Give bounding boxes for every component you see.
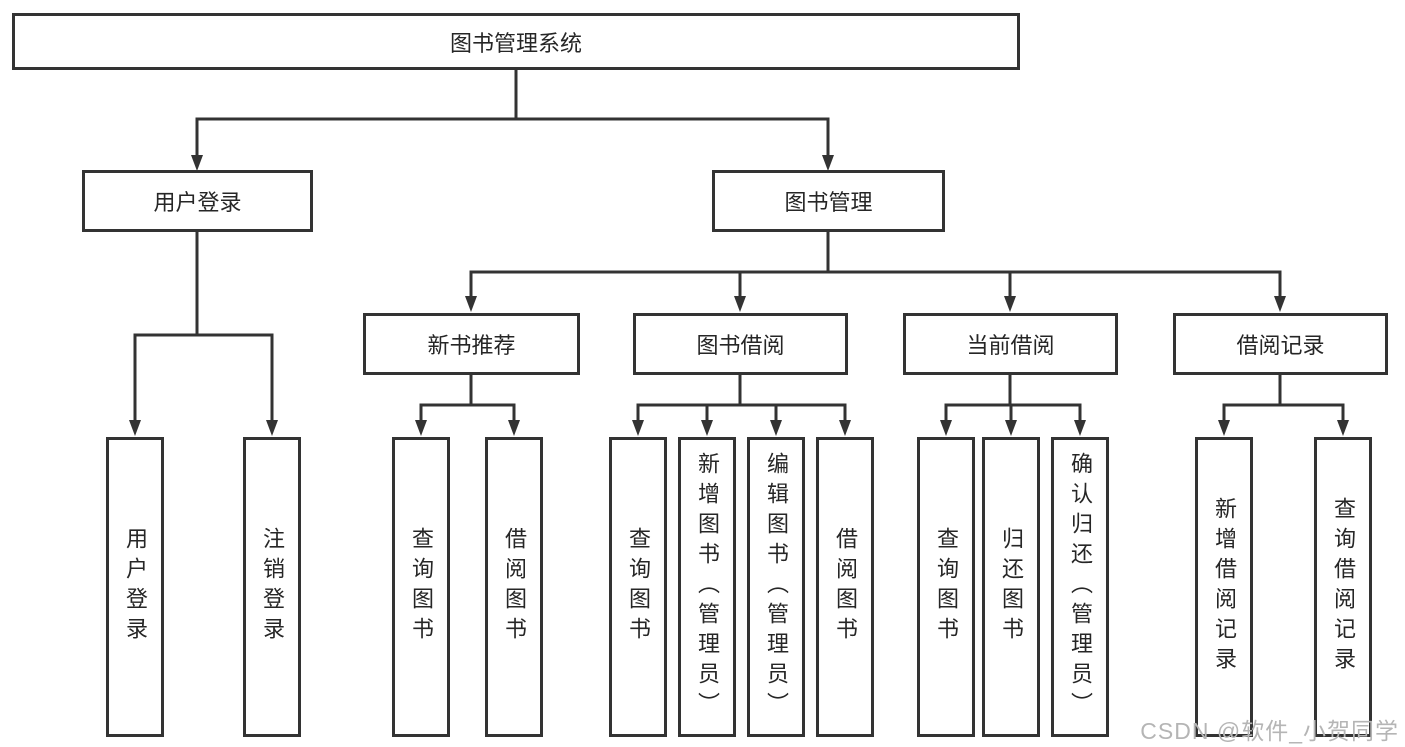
- node-label: 用户登录: [123, 527, 148, 647]
- edge-bb-split: [636, 403, 847, 423]
- arrowhead: [129, 420, 141, 436]
- leaf-query-borrow-record: 查询借阅记录: [1314, 437, 1372, 737]
- edge-bookmgmt-split: [469, 270, 1282, 299]
- leaf-query-books: 查询图书: [609, 437, 667, 737]
- arrowhead: [770, 420, 782, 436]
- node-label: 确认归还（管理员）: [1068, 452, 1093, 722]
- arrowhead: [839, 420, 851, 436]
- node-label: 注销登录: [260, 527, 285, 647]
- leaf-add-books-admin: 新增图书（管理员）: [678, 437, 736, 737]
- arrowhead: [632, 420, 644, 436]
- arrowhead: [1274, 296, 1286, 312]
- arrowhead: [1074, 420, 1086, 436]
- leaf-confirm-return-admin: 确认归还（管理员）: [1051, 437, 1109, 737]
- leaf-add-borrow-record: 新增借阅记录: [1195, 437, 1253, 737]
- arrowhead: [415, 420, 427, 436]
- arrowhead: [465, 296, 477, 312]
- leaf-borrow-books: 借阅图书: [816, 437, 874, 737]
- node-borrowing-records: 借阅记录: [1173, 313, 1388, 375]
- node-library-management-system: 图书管理系统: [12, 13, 1020, 70]
- node-user-login: 用户登录: [82, 170, 313, 232]
- node-label: 新书推荐: [427, 333, 516, 358]
- node-label: 查询图书: [626, 527, 651, 647]
- node-label: 图书借阅: [696, 333, 785, 358]
- node-current-borrowing: 当前借阅: [903, 313, 1118, 375]
- node-label: 查询图书: [934, 527, 959, 647]
- node-label: 借阅图书: [833, 527, 858, 647]
- node-label: 查询图书: [409, 527, 434, 647]
- arrowhead: [734, 296, 746, 312]
- leaf-borrow-books: 借阅图书: [485, 437, 543, 737]
- node-label: 图书管理: [784, 190, 873, 215]
- node-label: 归还图书: [999, 527, 1024, 647]
- node-label: 当前借阅: [966, 333, 1055, 358]
- arrowhead: [1218, 420, 1230, 436]
- edge-nbr-split: [419, 403, 516, 423]
- node-label: 借阅记录: [1236, 333, 1325, 358]
- node-label: 借阅图书: [502, 527, 527, 647]
- node-book-borrowing: 图书借阅: [633, 313, 848, 375]
- arrowhead: [822, 155, 834, 171]
- edge-userlogin-split: [133, 333, 274, 423]
- leaf-edit-books-admin: 编辑图书（管理员）: [747, 437, 805, 737]
- arrowhead: [701, 420, 713, 436]
- leaf-query-books: 查询图书: [917, 437, 975, 737]
- node-new-book-recommendation: 新书推荐: [363, 313, 580, 375]
- node-label: 编辑图书（管理员）: [764, 452, 789, 722]
- edge-br-split: [1222, 403, 1345, 423]
- leaf-user-login: 用户登录: [106, 437, 164, 737]
- leaf-logout: 注销登录: [243, 437, 301, 737]
- arrowhead: [266, 420, 278, 436]
- csdn-watermark: CSDN @软件_小贺同学: [1140, 718, 1399, 744]
- arrowhead: [940, 420, 952, 436]
- node-label: 用户登录: [153, 190, 242, 215]
- node-label: 新增借阅记录: [1212, 497, 1237, 677]
- leaf-query-books: 查询图书: [392, 437, 450, 737]
- node-label: 查询借阅记录: [1331, 497, 1356, 677]
- arrowhead: [1005, 420, 1017, 436]
- arrowhead: [1337, 420, 1349, 436]
- node-label: 图书管理系统: [449, 30, 582, 56]
- leaf-return-books: 归还图书: [982, 437, 1040, 737]
- edge-root-split: [195, 117, 830, 158]
- node-book-management: 图书管理: [712, 170, 945, 232]
- arrowhead: [191, 155, 203, 171]
- node-label: 新增图书（管理员）: [695, 452, 720, 722]
- arrowhead: [1004, 296, 1016, 312]
- arrowhead: [508, 420, 520, 436]
